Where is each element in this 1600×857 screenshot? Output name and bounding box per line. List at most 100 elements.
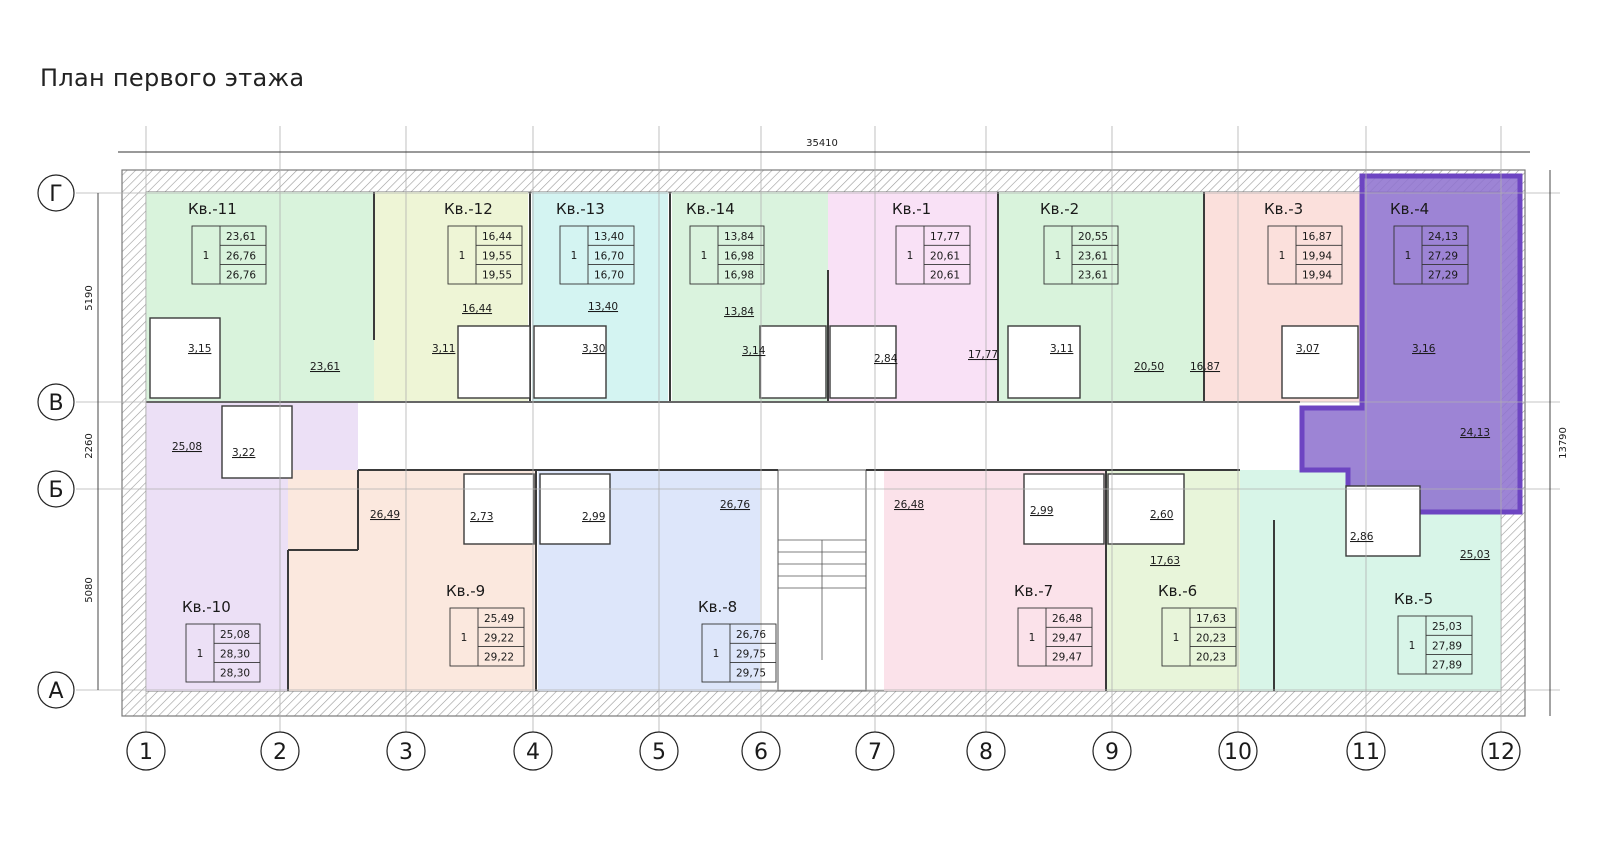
row-axis-bubbles: Г В Б А bbox=[37, 174, 75, 709]
room-area: 23,61 bbox=[310, 361, 340, 373]
dim-total-depth: 13790 bbox=[1558, 427, 1569, 459]
area-value: 17,63 bbox=[1196, 613, 1226, 625]
area-value: 29,47 bbox=[1052, 652, 1082, 664]
room-area: 26,48 bbox=[894, 499, 924, 511]
room-area: 2,60 bbox=[1150, 509, 1173, 521]
area-value: 16,44 bbox=[482, 231, 512, 243]
room-count: 1 bbox=[1029, 632, 1036, 644]
col-axis-10: 10 bbox=[1224, 740, 1252, 765]
area-value: 27,29 bbox=[1428, 250, 1458, 262]
column-axis-bubbles: 1 2 3 4 5 6 7 8 9 10 11 12 bbox=[126, 731, 1521, 771]
room-area: 13,84 bbox=[724, 306, 754, 318]
col-axis-6: 6 bbox=[754, 740, 768, 765]
apartment-label: Кв.-8 bbox=[698, 598, 737, 616]
room-area: 3,30 bbox=[582, 343, 605, 355]
apartment-label: Кв.-11 bbox=[188, 200, 237, 218]
apt-4-highlight[interactable] bbox=[1299, 173, 1523, 515]
area-value: 25,08 bbox=[220, 629, 250, 641]
room-area: 16,44 bbox=[462, 303, 492, 315]
col-axis-4: 4 bbox=[526, 740, 540, 765]
apartment-label: Кв.-2 bbox=[1040, 200, 1079, 218]
room-area: 3,11 bbox=[432, 343, 455, 355]
apartment-label: Кв.-6 bbox=[1158, 582, 1197, 600]
room-area: 3,14 bbox=[742, 345, 766, 357]
room-area: 2,99 bbox=[1030, 505, 1053, 517]
room-area: 17,63 bbox=[1150, 555, 1180, 567]
room-area-labels: 23,61 3,15 16,44 3,11 13,40 3,30 13,84 3… bbox=[172, 301, 1490, 567]
area-value: 20,23 bbox=[1196, 632, 1226, 644]
dimension-lines bbox=[97, 151, 1551, 716]
apartment-area-table: 1 26,76 29,75 29,75 bbox=[701, 623, 777, 683]
room-area: 16,87 bbox=[1190, 361, 1220, 373]
area-value: 20,55 bbox=[1078, 231, 1108, 243]
dim-span-top: 5190 bbox=[84, 285, 95, 310]
room-area: 26,49 bbox=[370, 509, 400, 521]
area-value: 16,98 bbox=[724, 250, 754, 262]
row-axis-b: Б bbox=[48, 478, 63, 503]
room-area: 3,07 bbox=[1296, 343, 1319, 355]
room-count: 1 bbox=[701, 250, 708, 262]
room-count: 1 bbox=[713, 648, 720, 660]
apartment-label: Кв.-12 bbox=[444, 200, 493, 218]
area-value: 16,70 bbox=[594, 270, 624, 282]
room-count: 1 bbox=[197, 648, 204, 660]
col-axis-12: 12 bbox=[1487, 740, 1515, 765]
col-axis-11: 11 bbox=[1352, 740, 1380, 765]
room-area: 13,40 bbox=[588, 301, 618, 313]
col-axis-7: 7 bbox=[868, 740, 882, 765]
row-axis-v: В bbox=[48, 391, 63, 416]
room-count: 1 bbox=[907, 250, 914, 262]
apartment-label: Кв.-4 bbox=[1390, 200, 1429, 218]
area-value: 13,84 bbox=[724, 231, 754, 243]
room-area: 2,73 bbox=[470, 511, 493, 523]
room-count: 1 bbox=[203, 250, 210, 262]
area-value: 28,30 bbox=[220, 648, 250, 660]
apartment-label: Кв.-13 bbox=[556, 200, 605, 218]
area-value: 23,61 bbox=[1078, 270, 1108, 282]
room-count: 1 bbox=[1279, 250, 1286, 262]
area-value: 29,47 bbox=[1052, 632, 1082, 644]
room-area: 3,22 bbox=[232, 447, 255, 459]
room-area: 3,15 bbox=[188, 343, 211, 355]
dim-total-width: 35410 bbox=[806, 138, 838, 149]
room-count: 1 bbox=[1409, 640, 1416, 652]
area-value: 26,76 bbox=[226, 270, 256, 282]
area-value: 24,13 bbox=[1428, 231, 1458, 243]
area-value: 20,23 bbox=[1196, 652, 1226, 664]
page-title: План первого этажа bbox=[40, 64, 305, 92]
room-area: 3,16 bbox=[1412, 343, 1436, 355]
row-axis-a: А bbox=[48, 679, 63, 704]
room-area: 17,77 bbox=[968, 349, 998, 361]
room-area: 2,99 bbox=[582, 511, 605, 523]
area-value: 26,76 bbox=[736, 629, 766, 641]
area-value: 19,55 bbox=[482, 250, 512, 262]
room-area: 20,50 bbox=[1134, 361, 1164, 373]
apartment-label: Кв.-7 bbox=[1014, 582, 1053, 600]
area-value: 29,75 bbox=[736, 648, 766, 660]
room-count: 1 bbox=[1055, 250, 1062, 262]
room-area: 2,84 bbox=[874, 353, 898, 365]
col-axis-2: 2 bbox=[273, 740, 287, 765]
area-value: 29,75 bbox=[736, 668, 766, 680]
stair-treads bbox=[778, 539, 866, 660]
area-value: 16,98 bbox=[724, 270, 754, 282]
apartment-label: Кв.-1 bbox=[892, 200, 931, 218]
col-axis-8: 8 bbox=[979, 740, 993, 765]
apartment-label: Кв.-14 bbox=[686, 200, 735, 218]
area-value: 23,61 bbox=[226, 231, 256, 243]
apartment-label: Кв.-10 bbox=[182, 598, 231, 616]
area-value: 26,76 bbox=[226, 250, 256, 262]
area-value: 25,49 bbox=[484, 613, 514, 625]
area-value: 28,30 bbox=[220, 668, 250, 680]
apartment-label: Кв.-5 bbox=[1394, 590, 1433, 608]
room-area: 2,86 bbox=[1350, 531, 1374, 543]
